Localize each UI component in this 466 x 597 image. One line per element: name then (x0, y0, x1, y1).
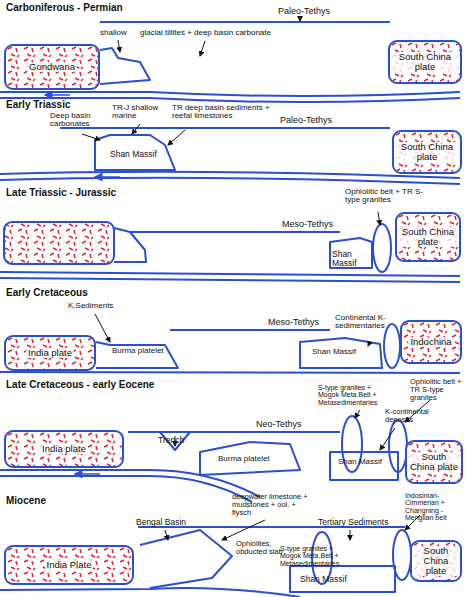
geology-label: Indosinian-Cimmerian + Changning - Mengl… (405, 492, 465, 521)
panel-heading: Carboniferous - Permian (6, 3, 206, 14)
plate-box: India plate (4, 335, 96, 371)
plate-box: South China plate (405, 440, 463, 484)
geology-label: S-type granites + Mogok Meta.Belt + Meta… (280, 545, 355, 567)
crust-pattern (394, 132, 460, 172)
geology-label: deepwater limestone + mudstones + ool. +… (232, 493, 312, 517)
geology-label: Shan Massif (338, 458, 394, 466)
geology-label: Shan Massif (300, 575, 360, 584)
geology-label: Paleo-Tethys (280, 116, 360, 125)
crust-pattern (6, 547, 132, 583)
plate-name: South China plate (390, 52, 460, 72)
geology-label: TR-J shallow marine (112, 104, 172, 121)
geology-label: Ophiolitic belt + TR S-type granites (345, 188, 425, 205)
plate-name: Indochina (408, 337, 453, 347)
geology-label: Trench (158, 436, 198, 445)
crust-pattern (407, 442, 461, 482)
crust-pattern (397, 214, 459, 260)
crust-pattern (412, 542, 460, 580)
plate-box: Indochina (400, 320, 462, 364)
plate-box: South China plate (388, 40, 462, 84)
geology-label: K-continental deposits (385, 408, 435, 424)
plate-name: South China plate (394, 142, 460, 162)
geology-label: Bengal Basin (136, 518, 206, 527)
geology-label: K.Sediments (68, 302, 138, 310)
geology-label: Meso-Tethys (282, 220, 362, 229)
geology-label: Continental K-sedimentaries (335, 314, 425, 331)
panel-heading: Late Triassic - Jurassic (6, 188, 206, 199)
plate-name: South China plate (407, 452, 461, 472)
plate-box: South China plate (410, 540, 462, 582)
panel-heading: Early Cretaceous (6, 288, 156, 299)
geology-label: Deep basin carbonates (50, 112, 100, 129)
geology-label: shallow (100, 29, 140, 37)
geology-label: Paleo-Tethys (278, 7, 358, 16)
plate-name: India Plate (45, 560, 94, 570)
plate-name: Gondwana (27, 62, 77, 72)
plate-name: India plate (26, 348, 74, 358)
plate-name: South China plate (397, 227, 459, 247)
plate-name: India plate (40, 444, 88, 454)
crust-pattern (6, 432, 122, 466)
plate-box: South China plate (392, 130, 462, 174)
geology-label: S-type granites + Mogok Meta.Belt + Meta… (318, 384, 393, 406)
geology-label: TR deep basin sediments + reefal limesto… (172, 104, 272, 121)
crust-pattern (390, 42, 460, 82)
geology-label: glacial tillites + deep basin carbonate (140, 29, 300, 37)
plate-box: Gondwana (4, 44, 100, 90)
panel-heading: Late Cretaceous - early Eocene (6, 380, 206, 391)
crust-pattern (6, 46, 98, 88)
panel-heading: Miocene (6, 496, 106, 507)
geology-label: Burma platelet (218, 455, 278, 463)
geology-label: Neo-Tethys (256, 420, 336, 429)
geology-label: Shan Massif (332, 250, 372, 268)
plate-name: South China plate (412, 546, 460, 576)
plate-box: India plate (4, 430, 124, 468)
plate-box: South China plate (395, 212, 461, 262)
geology-label: Tertiary Sediments (318, 518, 408, 527)
geology-label: Burma platelet (112, 347, 172, 355)
crust-pattern (402, 322, 460, 362)
geology-label: Ophiolitic belt + TR S-type granites (410, 378, 466, 402)
plate-box: India Plate (4, 545, 134, 585)
crust-pattern (6, 337, 94, 369)
geology-label: Shan Massif (312, 348, 362, 356)
geology-label: Shan Massif (110, 150, 160, 159)
